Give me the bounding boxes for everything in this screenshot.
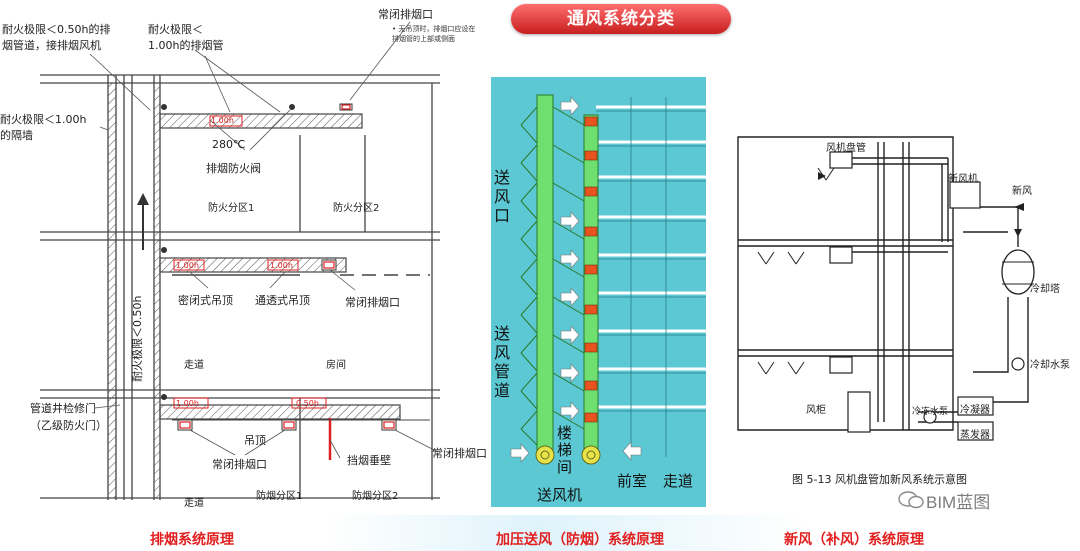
label-note: • 无吊顶时，排烟口应设在 排烟管的上部或侧面	[392, 25, 476, 43]
label-damper: 排烟防火阀	[206, 162, 261, 175]
page-title: 通风系统分类	[511, 4, 731, 34]
label-fire-limit-05: 耐火极限＜0.50h的排 烟管道，接排烟风机	[2, 23, 111, 52]
duct-rating-1: 1.00h	[211, 116, 234, 125]
caption-fresh-air: 新风（补风）系统原理	[784, 532, 924, 548]
caption-pressurization: 加压送风（防烟）系统原理	[496, 532, 664, 548]
duct-rating-2: 1.00h	[176, 261, 199, 270]
label-smoke-zone-2: 防烟分区2	[352, 491, 399, 502]
label-fresh-air-unit: 新风机	[948, 174, 978, 185]
label-cooling-pump: 冷却水泵	[1030, 360, 1070, 371]
label-fire-limit-100: 耐火极限＜ 1.00h的排烟管	[148, 23, 224, 52]
label-normally-closed-low: 常闭排烟口	[212, 458, 267, 471]
duct-rating-3: 1.00h	[270, 261, 293, 270]
label-smoke-curtain: 挡烟垂壁	[347, 454, 391, 467]
label-stair: 楼 梯 间	[557, 424, 573, 476]
label-smoke-zone-1: 防烟分区1	[256, 491, 303, 502]
label-air-cabinet: 风柜	[806, 405, 826, 416]
label-ceiling: 吊顶	[244, 434, 266, 447]
label-evaporator: 蒸发器	[960, 430, 990, 441]
label-temp: 280℃	[212, 138, 246, 151]
label-shaft-fire-limit: 耐火极限＜0.50h	[131, 295, 144, 382]
label-normally-closed-right: 常闭排烟口	[432, 447, 487, 460]
label-fire-limit-wall: 耐火极限＜1.00h 的隔墙	[0, 113, 87, 142]
label-condenser: 冷凝器	[960, 405, 990, 416]
label-cooling-tower: 冷却塔	[1030, 284, 1060, 295]
duct-rating-4: 1.00h	[176, 399, 199, 408]
label-normally-closed-top: 常闭排烟口	[378, 8, 433, 21]
label-fan-coil: 风机盘管	[826, 143, 866, 154]
bottom-band	[0, 515, 1080, 551]
caption-smoke-exhaust: 排烟系统原理	[150, 532, 234, 548]
label-sealed-ceiling: 密闭式吊顶	[178, 294, 233, 307]
label-corridor: 走道	[663, 472, 694, 490]
label-air-outlet: 送 风 口	[494, 168, 511, 225]
pressurization-diagram	[491, 77, 706, 507]
watermark-text: BIM蓝图	[926, 493, 991, 512]
wechat-icon	[898, 491, 924, 509]
label-fresh-air: 新风	[1012, 186, 1032, 197]
label-air-duct: 送 风 管 道	[494, 324, 511, 400]
label-fire-zone-2: 防火分区2	[333, 203, 380, 214]
label-chilled-pump: 冷冻水泵	[912, 407, 949, 417]
label-open-ceiling: 通透式吊顶	[255, 294, 310, 307]
label-normally-closed-mid: 常闭排烟口	[345, 296, 400, 309]
label-corridor-low: 走道	[184, 498, 204, 509]
fresh-air-diagram	[718, 112, 1076, 512]
label-corridor-mid: 走道	[184, 360, 204, 371]
label-front-room: 前室	[617, 472, 648, 490]
figure-caption: 图 5-13 风机盘管加新风系统示意图	[792, 473, 967, 486]
label-fan: 送风机	[537, 486, 583, 504]
duct-rating-5: 0.50h	[296, 399, 319, 408]
label-access-door: 管道井检修门 （乙级防火门）	[30, 402, 107, 432]
smoke-exhaust-diagram	[40, 21, 440, 500]
label-fire-zone-1: 防火分区1	[208, 203, 255, 214]
label-room: 房间	[326, 360, 346, 371]
